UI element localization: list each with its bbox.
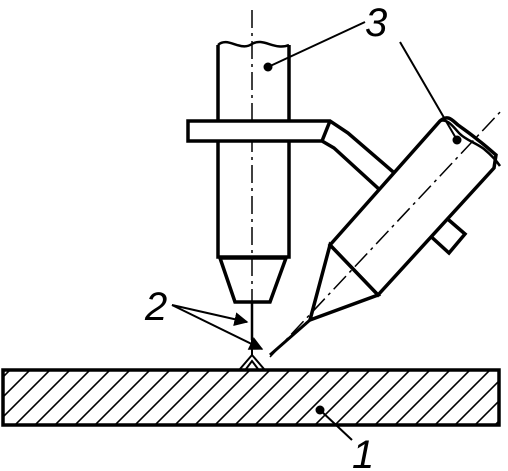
angled-electrode bbox=[269, 116, 502, 357]
angled-axis bbox=[269, 109, 503, 358]
label-base-plate: 1 bbox=[352, 433, 374, 471]
leader-dots bbox=[263, 62, 462, 415]
base-plate bbox=[1, 368, 501, 427]
vertical-electrode bbox=[216, 40, 291, 340]
label-arc-spot: 2 bbox=[144, 285, 167, 329]
leader-dot-3b bbox=[452, 135, 462, 145]
leader-dot-3a bbox=[263, 62, 273, 72]
label-electrodes: 3 bbox=[365, 1, 387, 45]
leader-dot-1 bbox=[315, 405, 325, 415]
leader-lines bbox=[171, 21, 458, 441]
